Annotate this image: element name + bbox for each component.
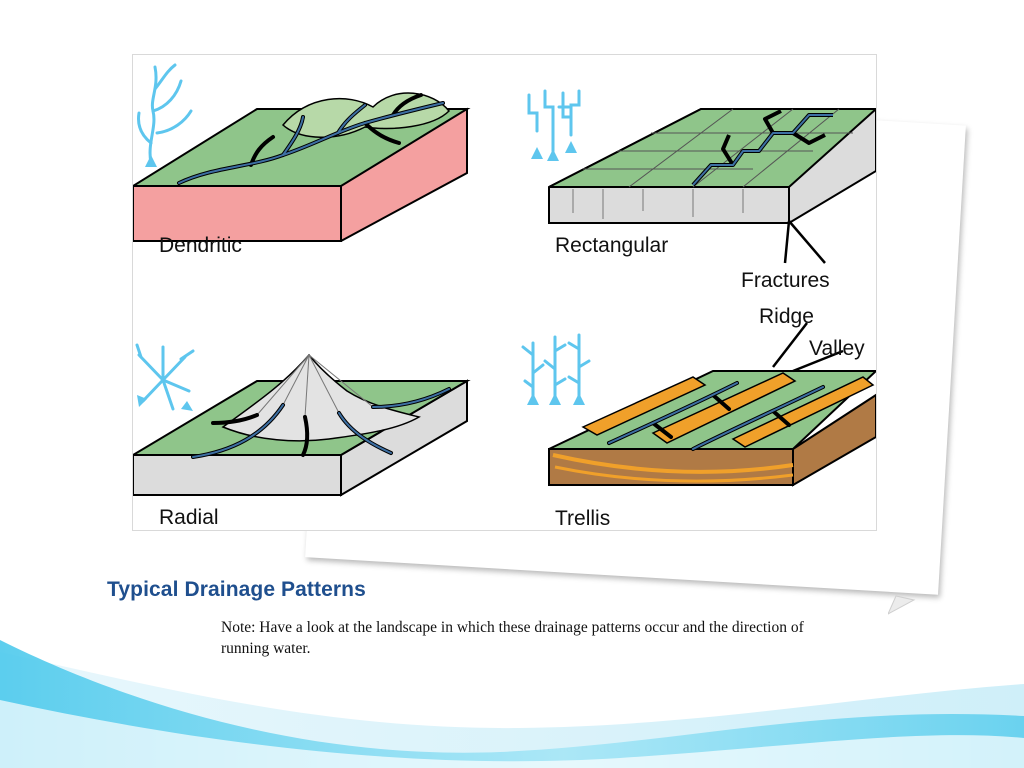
- panel-trellis: Trellis Ridge Valley: [521, 305, 876, 530]
- label-rectangular: Rectangular: [555, 234, 668, 257]
- page-curl: [888, 595, 916, 615]
- flow-arrows-rectangular: [527, 89, 581, 161]
- label-dendritic: Dendritic: [159, 234, 242, 257]
- valley-pointer: [792, 349, 844, 373]
- fracture-grid: [583, 108, 853, 188]
- ridge-pointer: [772, 322, 808, 368]
- slide-note: Note: Have a look at the landscape in wh…: [221, 619, 804, 657]
- fractures-pointer: [783, 220, 826, 264]
- slide-title: Typical Drainage Patterns: [107, 578, 366, 601]
- label-radial: Radial: [159, 506, 219, 529]
- panel-rectangular: Rectangular Fractures: [527, 89, 876, 292]
- panel-dendritic: Dendritic: [133, 63, 471, 257]
- panel-radial: Radial: [133, 343, 471, 529]
- drainage-patterns-diagram: Dendritic: [132, 54, 877, 531]
- label-valley: Valley: [809, 337, 865, 360]
- flow-arrows-radial: [135, 343, 195, 411]
- label-trellis: Trellis: [555, 507, 610, 530]
- label-fractures: Fractures: [741, 269, 830, 292]
- rock-layer-radial: [133, 454, 342, 496]
- ridges: [581, 372, 875, 448]
- label-ridge: Ridge: [759, 305, 814, 328]
- flow-arrows-dendritic: [137, 63, 193, 167]
- diagram-canvas: Dendritic: [133, 63, 876, 530]
- flow-arrows-trellis: [521, 333, 591, 405]
